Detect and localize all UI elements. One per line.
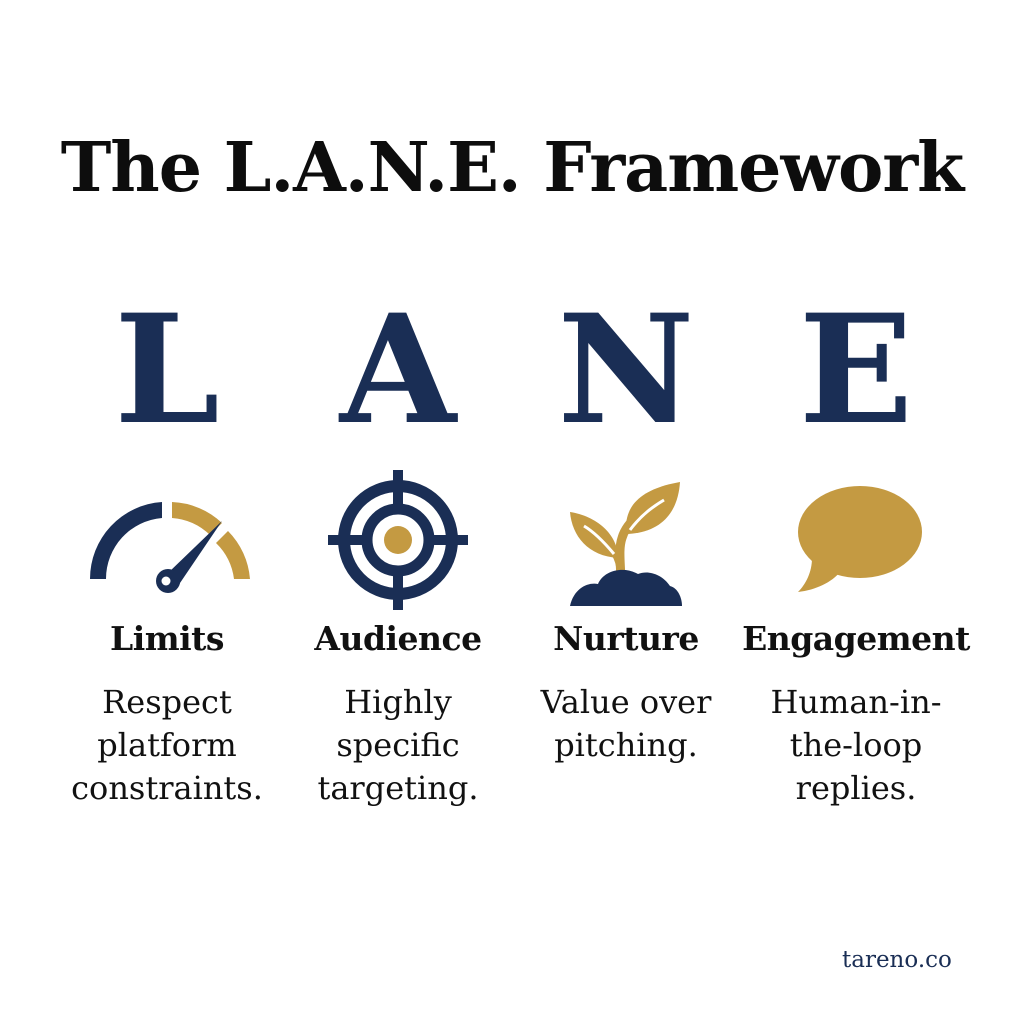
pillar-label: Engagement — [742, 619, 970, 658]
description-line: Value over — [540, 683, 712, 721]
pillar-letter: N — [557, 282, 695, 458]
description-line: platform — [97, 726, 237, 764]
pillar-letter: A — [339, 282, 457, 458]
pillar-limits: L Limits Respect platform constraints. — [47, 282, 287, 810]
pillar-letter: E — [798, 282, 914, 458]
description-line: Highly — [344, 683, 452, 721]
target-crosshair-icon — [278, 465, 518, 615]
description-line: replies. — [795, 769, 917, 807]
pillar-description: Respect platform constraints. — [47, 681, 287, 810]
pillar-description: Value over pitching. — [506, 681, 746, 767]
page-title: The L.A.N.E. Framework — [60, 128, 965, 208]
speech-bubble-icon — [736, 465, 976, 615]
sprout-plant-icon — [506, 465, 746, 615]
pillar-description: Human-in- the-loop replies. — [736, 681, 976, 810]
description-line: Respect — [102, 683, 232, 721]
description-line: targeting. — [317, 769, 479, 807]
pillar-nurture: N Nurture Value over pitching. — [506, 282, 746, 767]
description-line: the-loop — [789, 726, 923, 764]
description-line: constraints. — [71, 769, 263, 807]
pillar-description: Highly specific targeting. — [278, 681, 518, 810]
pillar-label: Nurture — [553, 619, 699, 658]
pillar-audience: A Audience Highly specific targeting. — [278, 282, 518, 810]
description-line: specific — [336, 726, 460, 764]
description-line: pitching. — [554, 726, 698, 764]
pillar-label: Limits — [109, 619, 225, 658]
pillar-engagement: E Engagement Human-in- the-loop replies. — [736, 282, 976, 810]
pillar-letter: L — [114, 282, 220, 458]
brand-footer: tareno.co — [842, 947, 952, 973]
description-line: Human-in- — [770, 683, 942, 721]
pillar-label: Audience — [314, 619, 482, 658]
speedometer-icon — [47, 465, 287, 615]
